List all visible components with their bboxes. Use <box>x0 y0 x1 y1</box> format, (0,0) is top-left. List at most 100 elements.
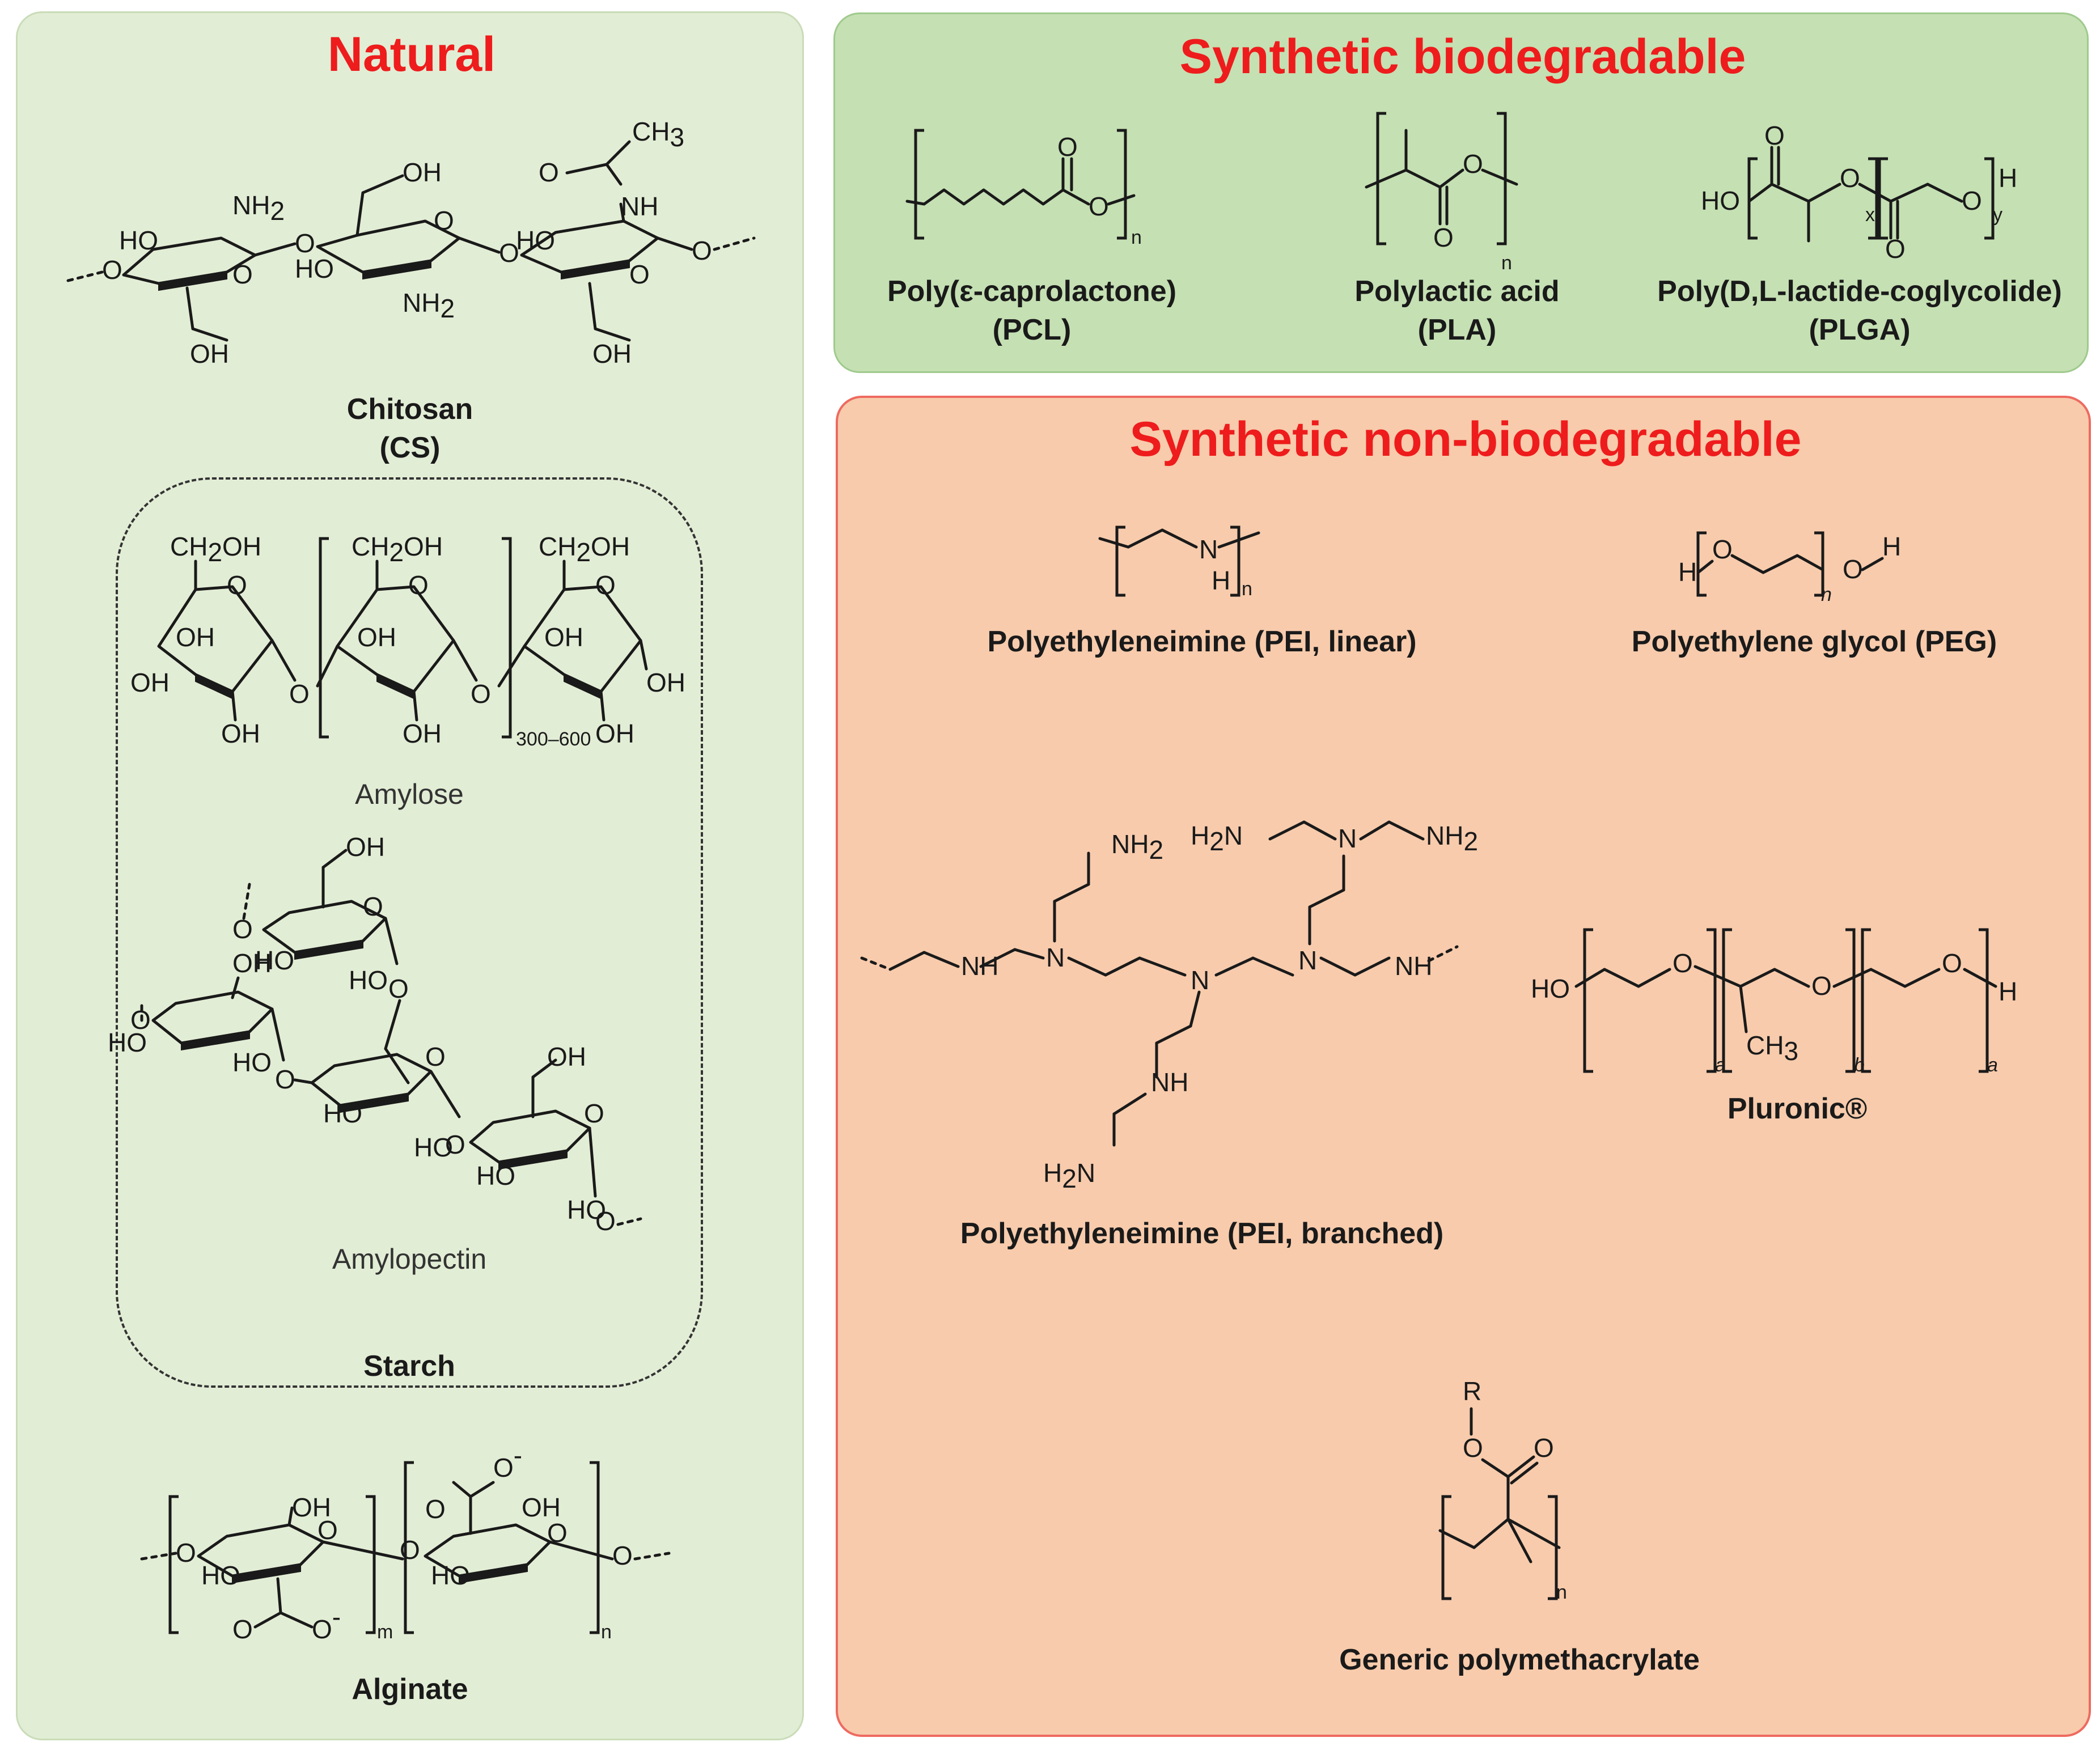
amylose-structure: CH2OH O OH OH OH O CH2OH O OH OH O 300–6… <box>130 532 685 750</box>
amylopectin-ho-bottom-b: HO <box>567 1195 606 1224</box>
alginate-o-right: O <box>612 1541 633 1570</box>
amylopectin-ho-top-b: HO <box>349 965 388 995</box>
plga-name: Poly(D,L-lactide-coglycolide) <box>1657 275 2062 308</box>
chitosan-o-link-2: O <box>499 238 519 268</box>
pla-name: Polylactic acid <box>1354 275 1560 308</box>
chitosan-ho-3: HO <box>516 226 555 255</box>
chitosan-o-link-1: O <box>295 228 315 258</box>
pcl-name: Poly(ε-caprolactone) <box>887 275 1177 308</box>
alginate-oh-1: OH <box>292 1493 331 1522</box>
panel-natural: Natural <box>16 11 804 1740</box>
alginate-idx-n: n <box>601 1621 612 1643</box>
pei-b-n3: N <box>1191 965 1209 995</box>
alginate-o-left: O <box>176 1538 196 1567</box>
pei-b-nh-right: NH <box>1395 951 1432 981</box>
alginate-o-carb-1b: O- <box>312 1602 341 1644</box>
amylopectin-o-top: O <box>232 914 253 944</box>
pei-b-n2: N <box>1046 943 1065 972</box>
panel-title-nonbiodegradable: Synthetic non-biodegradable <box>1129 412 1802 467</box>
polymethacrylate-caption: Generic polymethacrylate <box>1339 1643 1700 1676</box>
peg-h-right: H <box>1882 532 1901 561</box>
amylose-oh-3a: OH <box>544 622 583 652</box>
amylopectin-o-bottom: O <box>595 1206 616 1236</box>
pluronic-idx-a2: a <box>1987 1054 1998 1076</box>
peg-structure: H O n O H <box>1678 531 1901 605</box>
panel-synthetic-nonbiodegradable: Synthetic non-biodegradable <box>836 396 2091 1737</box>
alginate-idx-m: m <box>377 1621 393 1643</box>
alginate-o-ring-1: O <box>317 1515 338 1545</box>
amylopectin-o-left: O <box>130 1005 151 1035</box>
chitosan-nh2-1: NH2 <box>232 190 285 226</box>
pei-linear-idx-n: n <box>1242 578 1252 600</box>
chitosan-structure: O HO NH2 O OH O OH HO O NH2 O HO NH O CH… <box>66 117 756 368</box>
plga-idx-y: y <box>1993 204 2002 226</box>
pluronic-o-2: O <box>1811 971 1832 1001</box>
chitosan-name: Chitosan <box>346 393 473 426</box>
peg-h-left: H <box>1678 557 1697 587</box>
pei-b-n5: N <box>1338 824 1357 853</box>
alginate-o-carb-2a: O <box>425 1494 446 1524</box>
chitosan-o-left: O <box>102 255 122 285</box>
chitosan-o-right: O <box>692 236 712 265</box>
peg-o-2: O <box>1843 554 1863 584</box>
pluronic-o-1: O <box>1673 948 1693 978</box>
plga-o-carbonyl-1: O <box>1764 121 1785 150</box>
amylose-o-ring-3: O <box>595 570 616 600</box>
chitosan-oh-3: OH <box>592 339 632 368</box>
pei-branched-structure: NH N NH2 N NH H2N N N H2N NH2 NH <box>860 820 1478 1193</box>
pcl-structure: O O n <box>905 129 1142 248</box>
amylose-o-link-2: O <box>471 679 491 709</box>
pluronic-ch3: CH3 <box>1746 1031 1798 1066</box>
amylopectin-o-link-left: O <box>275 1065 295 1094</box>
chitosan-abbr: (CS) <box>379 431 441 464</box>
chitosan-oh-1: OH <box>190 339 229 368</box>
amylose-oh-1b: OH <box>130 668 170 697</box>
pcl-abbr: (PCL) <box>992 313 1072 346</box>
alginate-ho-1: HO <box>201 1561 240 1590</box>
amylopectin-ho-mid-b: HO <box>414 1133 453 1162</box>
pcl-caption: Poly(ε-caprolactone) (PCL) <box>867 272 1196 349</box>
pei-b-h2n-bottom: H2N <box>1043 1158 1095 1193</box>
panel-title-natural: Natural <box>327 27 496 82</box>
plga-structure: HO O O x O O y H <box>1701 121 2017 264</box>
amylopectin-o-link-mid: O <box>445 1130 465 1159</box>
polymethacrylate-structure: R O O n <box>1438 1376 1567 1603</box>
panel-title-biodegradable: Synthetic biodegradable <box>1179 29 1746 84</box>
amylopectin-ho-left-b: HO <box>232 1048 272 1077</box>
amylose-oh-2a: OH <box>357 622 396 652</box>
alginate-ho-2: HO <box>431 1561 470 1590</box>
pla-idx-n: n <box>1501 252 1512 274</box>
amylose-oh-2c: OH <box>403 719 442 748</box>
chitosan-ho-2: HO <box>295 254 334 283</box>
pma-o-carbonyl: O <box>1534 1433 1554 1463</box>
alginate-oh-2: OH <box>522 1493 561 1522</box>
pluronic-caption: Pluronic® <box>1727 1092 1868 1125</box>
chitosan-nh2-2: NH2 <box>403 288 455 323</box>
amylose-o-ring-2: O <box>408 570 429 600</box>
chitosan-o-ring-1: O <box>232 260 253 289</box>
chitosan-ho-1: HO <box>119 226 158 255</box>
amylopectin-o-ring-mid: O <box>425 1042 446 1071</box>
pei-linear-caption: Polyethyleneimine (PEI, linear) <box>987 625 1417 658</box>
pla-structure: O O n <box>1365 112 1518 274</box>
pei-b-n4: N <box>1298 946 1317 975</box>
peg-idx-n: n <box>1821 584 1832 605</box>
amylopectin-o-link-top: O <box>388 974 409 1003</box>
pma-idx-n: n <box>1556 1582 1567 1603</box>
pluronic-structure: HO O a CH3 O b O a H <box>1531 928 2017 1076</box>
plga-abbr: (PLGA) <box>1809 313 1911 346</box>
plga-ho: HO <box>1701 186 1740 215</box>
alginate-structure: O OH HO O O O- m O O O- OH HO O n O <box>140 1440 671 1644</box>
amylose-oh-1a: OH <box>176 622 215 652</box>
amylose-ch2oh-1: CH2OH <box>170 532 261 567</box>
amylose-repeat: 300–600 <box>516 728 591 750</box>
amylose-oh-1c: OH <box>221 719 260 748</box>
chitosan-ch3: CH3 <box>632 117 684 152</box>
pluronic-ho: HO <box>1531 974 1570 1003</box>
chitosan-o-ring-2: O <box>434 206 454 235</box>
alginate-caption: Alginate <box>352 1673 468 1706</box>
pcl-o-carbonyl: O <box>1057 132 1078 162</box>
amylose-o-ring-1: O <box>227 570 247 600</box>
amylopectin-ho-bottom-a: HO <box>476 1161 515 1190</box>
pla-caption: Polylactic acid (PLA) <box>1287 272 1627 349</box>
